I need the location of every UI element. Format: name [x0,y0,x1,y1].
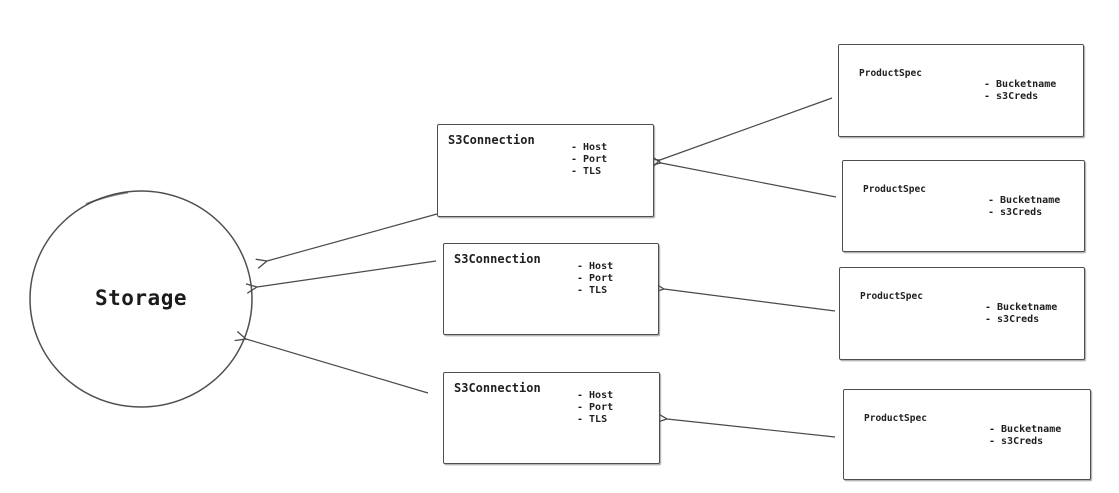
attribute-item: - s3Creds [989,435,1044,447]
arrow-s3connection3-to-storage [234,331,429,394]
attribute-list: - Bucketname - s3Creds [988,195,1060,218]
s3connection-node-3: S3Connection - Host - Port - TLS [443,372,660,464]
arrow-productspec2-to-s3connection1 [649,156,837,198]
node-title: S3Connection [454,381,541,395]
attribute-list: - Bucketname - s3Creds [984,79,1056,102]
attribute-item: - s3Creds [988,206,1043,218]
attribute-item: - Bucketname [989,424,1062,435]
arrow-productspec1-to-s3connection1 [648,97,833,169]
attribute-list: - Host - Port - TLS [571,142,607,178]
node-title: S3Connection [454,252,541,266]
arrow-s3connection2-to-storage [245,260,437,294]
productspec-node-3: ProductSpec - Bucketname - s3Creds [839,267,1085,360]
arrow-s3connection1-to-storage [255,213,438,269]
arrow-productspec3-to-s3connection2 [652,282,836,312]
productspec-node-2: ProductSpec - Bucketname - s3Creds [842,160,1085,252]
node-title: ProductSpec [863,184,926,195]
storage-label: Storage [94,286,187,310]
attribute-item: - Port [571,154,608,165]
attribute-item: - s3Creds [985,313,1040,325]
node-title: ProductSpec [859,68,922,79]
productspec-node-4: ProductSpec - Bucketname - s3Creds [843,389,1091,480]
node-title: S3Connection [448,133,535,147]
attribute-item: - Bucketname [985,302,1058,313]
attribute-item: - TLS [571,166,602,177]
node-title: ProductSpec [860,291,923,302]
attribute-list: - Bucketname - s3Creds [989,424,1061,447]
attribute-item: - Host [571,142,608,153]
node-title: ProductSpec [864,413,927,424]
storage-circle-sketch-overlap [85,191,129,205]
s3connection-node-1: S3Connection - Host - Port - TLS [437,124,654,217]
attribute-list: - Bucketname - s3Creds [985,302,1057,325]
productspec-node-1: ProductSpec - Bucketname - s3Creds [838,44,1084,137]
arrow-productspec4-to-s3connection3 [655,412,836,438]
attribute-item: - Host [577,261,614,272]
attribute-item: - TLS [577,285,608,296]
attribute-item: - Port [577,273,614,284]
attribute-list: - Host - Port - TLS [577,261,613,297]
attribute-item: - TLS [577,414,608,425]
attribute-item: - Bucketname [988,195,1061,206]
attribute-item: - Host [577,390,614,401]
s3connection-node-2: S3Connection - Host - Port - TLS [443,243,659,335]
attribute-item: - Bucketname [984,79,1057,90]
attribute-list: - Host - Port - TLS [577,390,613,426]
attribute-item: - s3Creds [984,90,1039,102]
attribute-item: - Port [577,402,614,413]
storage-circle [29,190,253,408]
